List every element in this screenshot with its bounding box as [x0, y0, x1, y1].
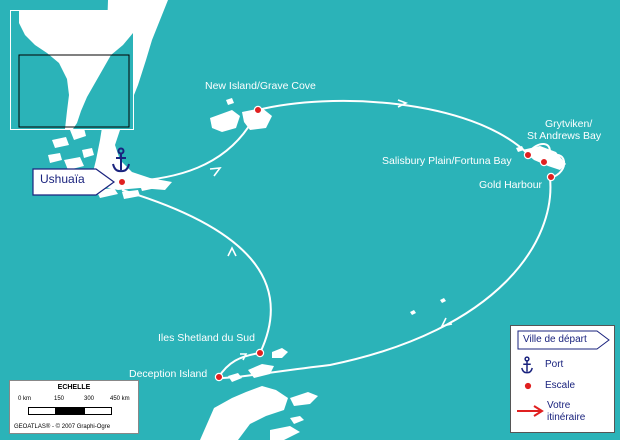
arrowhead-2 — [397, 99, 408, 108]
anchor-icon — [521, 356, 533, 374]
arrowhead-1 — [209, 167, 222, 177]
scale-bar-seg-3 — [84, 407, 112, 415]
stop-label-grytviken-line1: Grytviken/ — [545, 118, 593, 130]
red-dot-icon — [523, 381, 533, 391]
stop-dot-gold-harbour — [546, 172, 556, 182]
inset-focus-box — [18, 54, 130, 128]
start-port-tag: Ushuaïa — [32, 168, 116, 201]
stops — [117, 105, 556, 382]
scale-tick-450: 450 km — [110, 396, 130, 402]
stop-dot-grytviken — [539, 157, 549, 167]
land-antarctica — [200, 298, 446, 440]
scale-title: ECHELLE — [57, 384, 91, 391]
stop-label-deception: Deception Island — [129, 368, 208, 380]
arrowhead-5 — [240, 353, 248, 361]
anchor-icon — [112, 147, 130, 173]
legend-itinerary-label-line2: itinéraire — [547, 412, 586, 423]
inset-locator-map — [10, 10, 134, 130]
legend-start-arrow-shape — [517, 330, 610, 350]
legend-port-label: Port — [545, 359, 564, 370]
arrowhead-4 — [227, 246, 237, 257]
stop-label-gold-harbour: Gold Harbour — [479, 179, 543, 191]
stop-label-shetland: Iles Shetland du Sud — [158, 332, 255, 344]
legend-itinerary-label-line1: Votre — [547, 400, 571, 411]
route-leg-south-georgia-loop — [527, 143, 566, 179]
start-port-arrow-shape — [32, 168, 116, 196]
stop-label-grytviken-line2: St Andrews Bay — [527, 130, 602, 142]
route-leg-goldharbour-deception — [217, 177, 552, 379]
red-arrow-icon — [517, 405, 544, 417]
start-port-label: Ushuaïa — [40, 172, 85, 186]
map-credit: GEOATLAS® - © 2007 Graphi-Ogre — [14, 424, 111, 430]
arrowhead-3 — [440, 317, 453, 328]
scale-box: ECHELLE 0 km 150 300 450 km GEOATLAS® - … — [9, 380, 139, 434]
route-direction-markers — [209, 99, 453, 361]
stop-dot-deception — [214, 372, 224, 382]
inset-svg — [18, 11, 133, 129]
route — [121, 99, 566, 379]
scale-tick-300: 300 — [84, 396, 95, 402]
stop-label-new-island: New Island/Grave Cove — [205, 80, 316, 92]
legend-stop-label: Escale — [545, 380, 576, 391]
stop-dot-shetland — [255, 348, 265, 358]
scale-tick-150: 150 — [54, 396, 65, 402]
inset-south-america — [19, 11, 133, 129]
legend-box: Ville de départ Port Escale Votre itinér… — [510, 325, 615, 433]
scale-bar-seg-2 — [56, 407, 84, 415]
legend-start-label: Ville de départ — [523, 334, 587, 345]
route-leg-ushuaia-newisland — [121, 109, 259, 183]
stop-dot-salisbury — [523, 150, 533, 160]
scale-tick-0: 0 km — [18, 396, 32, 402]
scale-bar-seg-1 — [28, 407, 56, 415]
stop-dot-ushuaia — [117, 177, 127, 187]
route-leg-shetland-ushuaia — [121, 189, 272, 354]
stop-label-salisbury: Salisbury Plain/Fortuna Bay — [382, 155, 512, 167]
route-leg-newisland-salisbury — [257, 99, 529, 155]
stop-dot-new-island — [253, 105, 263, 115]
land-falklands — [210, 98, 272, 132]
